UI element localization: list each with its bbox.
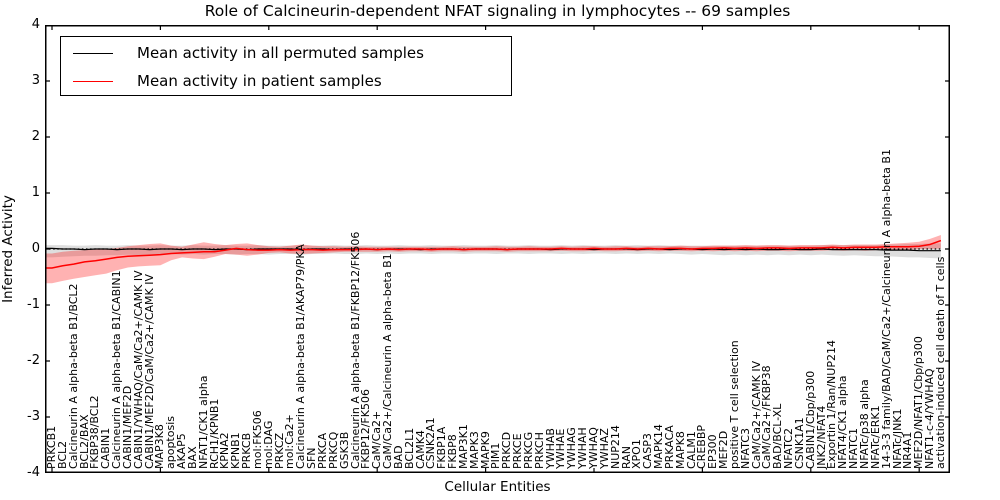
patient-mean-line [45, 239, 942, 269]
y-tick-label: 4 [31, 17, 40, 32]
y-tick-label: 0 [31, 241, 40, 256]
x-tick-label: Calcineurin A alpha-beta B1/AKAP79/PKA [294, 244, 308, 469]
axis-ticks [45, 25, 950, 473]
legend-line-black [73, 52, 113, 54]
confidence-band [45, 235, 941, 284]
y-tick-label: -4 [27, 465, 40, 480]
legend-line-red [73, 80, 113, 82]
y-tick-label: -3 [27, 409, 40, 424]
y-tick-label: 1 [31, 185, 40, 200]
x-tick-label: activation-induced cell death of T cells [933, 256, 947, 469]
x-tick-label: CaM/Ca2+/Calcineurin A alpha-beta B1 [381, 253, 395, 469]
legend-item-patient: Mean activity in patient samples [61, 68, 382, 94]
y-tick-label: -1 [27, 297, 40, 312]
y-tick-label: -2 [27, 353, 40, 368]
y-tick-label: 2 [31, 129, 40, 144]
chart-title: Role of Calcineurin-dependent NFAT signa… [204, 2, 791, 20]
legend-item-permuted: Mean activity in all permuted samples [61, 40, 424, 66]
confidence-band [45, 243, 941, 259]
legend-label: Mean activity in all permuted samples [137, 44, 424, 62]
legend-label: Mean activity in patient samples [137, 72, 382, 90]
plot-area [45, 25, 950, 473]
legend: Mean activity in all permuted samples Me… [60, 36, 512, 96]
axes-spines [45, 25, 950, 473]
plot-canvas [45, 25, 950, 473]
x-axis-label: Cellular Entities [444, 479, 551, 495]
y-tick-label: 3 [31, 73, 40, 88]
